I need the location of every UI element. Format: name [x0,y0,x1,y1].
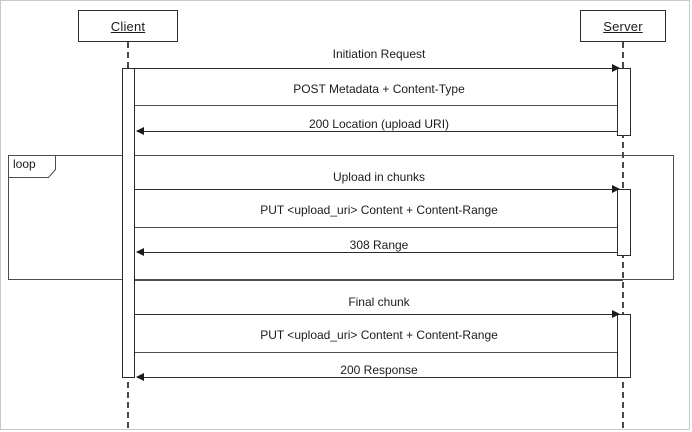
band-separator-308 [128,227,623,228]
message-label-post-metadata: POST Metadata + Content-Type [293,82,465,96]
fragment-loop-tab: loop [8,155,56,178]
message-label-put-final-chunk: PUT <upload_uri> Content + Content-Range [260,328,498,342]
arrow-200-location [137,131,617,132]
arrowhead-308-range [136,248,144,256]
message-label-200-response: 200 Response [340,363,418,377]
arrowhead-put-chunk [612,185,620,193]
arrowhead-post-metadata [612,64,620,72]
message-label-upload-in-chunks: Upload in chunks [332,170,426,184]
arrow-200-response [137,377,617,378]
message-label-200-location: 200 Location (upload URI) [308,117,450,131]
message-label-308-range: 308 Range [349,238,409,252]
activation-bar-server-1 [617,68,631,136]
arrowhead-200-location [136,127,144,135]
participant-server[interactable]: Server [580,10,666,42]
band-separator-200-response [128,352,623,353]
participant-server-label: Server [603,18,643,34]
activation-bar-client [122,68,135,378]
arrow-308-range [137,252,617,253]
participant-client[interactable]: Client [78,10,178,42]
arrowhead-put-final-chunk [612,310,620,318]
fragment-loop-label: loop [13,157,36,171]
arrow-post-metadata [135,68,619,69]
arrow-put-chunk [135,189,619,190]
activation-bar-server-2 [617,189,631,256]
band-separator-200-location [128,105,623,106]
arrowhead-200-response [136,373,144,381]
message-label-final-chunk: Final chunk [348,295,410,309]
band-separator-loop-bottom [128,280,623,281]
message-label-put-chunk: PUT <upload_uri> Content + Content-Range [260,203,498,217]
participant-client-label: Client [110,18,146,34]
arrow-put-final-chunk [135,314,619,315]
message-label-initiation-request: Initiation Request [332,47,426,61]
band-separator-initiation-bottom [128,155,623,156]
activation-bar-server-3 [617,314,631,378]
